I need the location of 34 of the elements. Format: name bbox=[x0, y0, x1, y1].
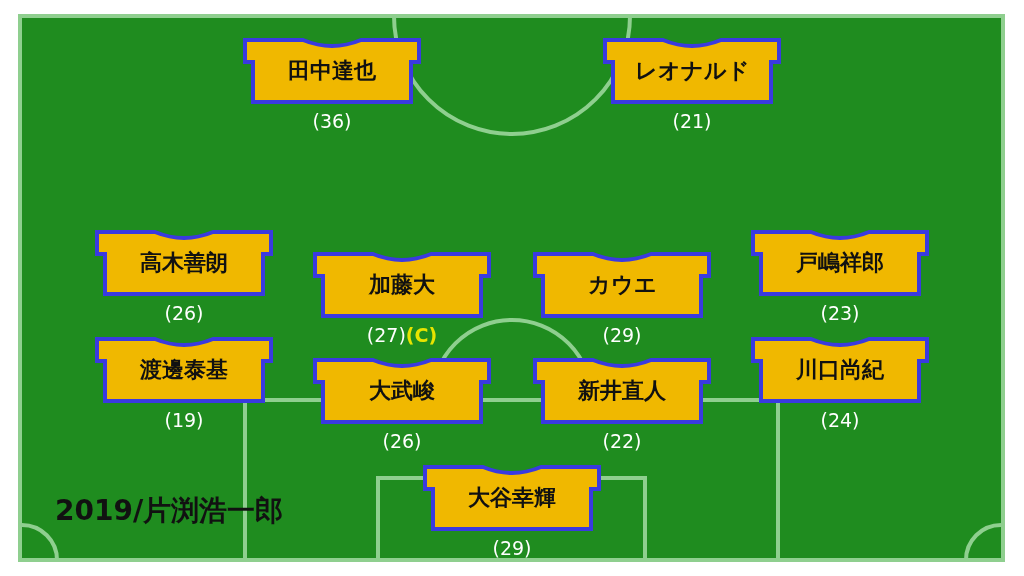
captain-mark: (C) bbox=[405, 324, 438, 346]
jersey-box bbox=[423, 465, 601, 531]
jersey-box bbox=[243, 38, 421, 104]
jersey-number: (29) bbox=[602, 324, 642, 346]
player-name: 川口尚紀 bbox=[795, 356, 885, 384]
player-name: 新井直人 bbox=[577, 377, 667, 405]
player-name: 大武峻 bbox=[368, 377, 436, 405]
jersey-number: (27) bbox=[366, 324, 406, 346]
jersey-number: (19) bbox=[164, 409, 204, 431]
jersey-box bbox=[95, 337, 273, 403]
jersey-box bbox=[313, 358, 491, 424]
jersey-box bbox=[533, 252, 711, 318]
player-name: 戸嶋祥郎 bbox=[795, 249, 885, 277]
jersey-number: (21) bbox=[672, 110, 712, 132]
jersey-box bbox=[313, 252, 491, 318]
jersey-box bbox=[95, 230, 273, 296]
player-name: 加藤大 bbox=[367, 271, 436, 299]
jersey-number: (26) bbox=[164, 302, 204, 324]
jersey-box bbox=[751, 230, 929, 296]
jersey-number: (24) bbox=[820, 409, 860, 431]
player-name: 田中達也 bbox=[287, 57, 377, 85]
jersey-box bbox=[751, 337, 929, 403]
jersey-box bbox=[603, 38, 781, 104]
player-name: 大谷幸輝 bbox=[467, 484, 557, 512]
player-name: 渡邊泰基 bbox=[139, 356, 229, 384]
jersey-number: (36) bbox=[312, 110, 352, 132]
player-name: 高木善朗 bbox=[139, 249, 229, 277]
player-name: カウエ bbox=[586, 271, 658, 299]
jersey-number: (22) bbox=[602, 430, 642, 452]
jersey-number: (26) bbox=[382, 430, 422, 452]
jersey-number: (23) bbox=[820, 302, 860, 324]
player-name: レオナルド bbox=[633, 57, 751, 85]
jersey-number: (29) bbox=[492, 537, 532, 559]
jersey-box bbox=[533, 358, 711, 424]
